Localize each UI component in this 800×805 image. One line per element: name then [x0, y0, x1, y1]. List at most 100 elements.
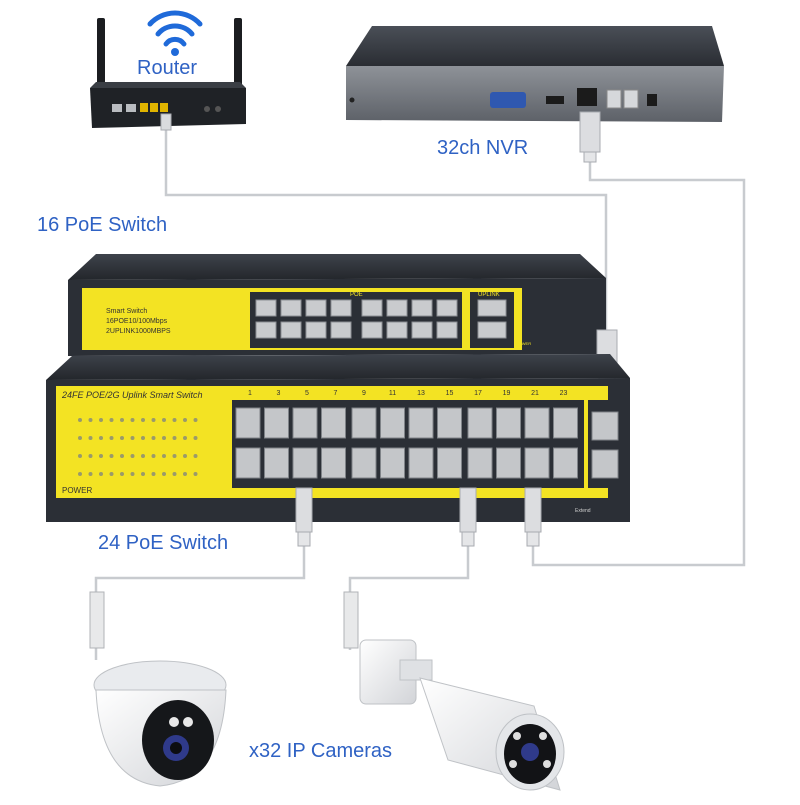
- wifi-icon: [147, 10, 203, 56]
- router-icon: [90, 18, 246, 131]
- status-led: [162, 418, 166, 422]
- status-led: [172, 418, 177, 422]
- ethernet-port: [380, 447, 405, 479]
- status-led: [109, 454, 114, 458]
- switch16-line2: 16POE10/100Mbps: [106, 318, 168, 325]
- ethernet-port: [436, 299, 458, 317]
- switch24-label: 24 PoE Switch: [98, 532, 229, 554]
- status-led: [120, 472, 124, 476]
- switch16-line1: Smart Switch: [106, 308, 147, 315]
- status-led: [151, 454, 156, 458]
- port-number-label: 19: [503, 390, 511, 397]
- ethernet-port: [330, 321, 352, 339]
- port-number-label: 9: [362, 390, 366, 397]
- status-led: [130, 454, 135, 458]
- nvr-label: 32ch NVR: [437, 137, 529, 159]
- ethernet-port: [553, 447, 578, 479]
- status-led: [162, 436, 166, 440]
- rj45-connector-icon: [524, 487, 542, 547]
- ethernet-port: [351, 447, 377, 479]
- port-number-label: 1: [248, 390, 252, 397]
- ethernet-port: [280, 299, 302, 317]
- port-number-label: 13: [417, 390, 425, 397]
- ethernet-port: [235, 447, 261, 479]
- dome-camera-icon: [89, 591, 227, 787]
- status-led: [183, 418, 187, 422]
- bullet-camera-icon: [343, 591, 565, 791]
- ethernet-port: [553, 407, 578, 439]
- switch24-extend-tag: Extend: [575, 508, 591, 514]
- ethernet-port: [411, 321, 433, 339]
- status-led: [151, 418, 156, 422]
- ethernet-port: [264, 447, 289, 479]
- cameras-label: x32 IP Cameras: [249, 740, 393, 762]
- status-led: [151, 436, 156, 440]
- ethernet-port: [330, 299, 352, 317]
- extend-port: [591, 411, 619, 441]
- ethernet-port: [305, 321, 327, 339]
- status-led: [183, 454, 187, 458]
- ethernet-port: [292, 407, 318, 439]
- extend-port: [591, 449, 619, 479]
- rj45-connector-icon: [295, 487, 313, 547]
- ethernet-port: [280, 321, 302, 339]
- status-led: [120, 454, 124, 458]
- status-led: [120, 418, 124, 422]
- status-led: [78, 418, 82, 422]
- ethernet-port: [524, 447, 550, 479]
- status-led: [193, 454, 198, 458]
- ethernet-port: [255, 299, 277, 317]
- status-led: [130, 436, 135, 440]
- cable-nvr-to-switch24: [531, 160, 746, 567]
- uplink-port: [477, 321, 507, 339]
- ethernet-port: [292, 447, 318, 479]
- port-number-label: 21: [531, 390, 539, 397]
- ethernet-port: [437, 447, 462, 479]
- ethernet-port: [524, 407, 550, 439]
- status-led: [130, 418, 135, 422]
- ethernet-port: [437, 407, 462, 439]
- port-number-label: 5: [305, 390, 309, 397]
- status-led: [99, 418, 103, 422]
- status-led: [78, 436, 82, 440]
- status-led: [183, 436, 187, 440]
- status-led: [99, 436, 103, 440]
- status-led: [88, 418, 93, 422]
- ethernet-port: [467, 407, 493, 439]
- cable-switch24-to-bullet: [348, 545, 470, 650]
- ethernet-port: [386, 299, 408, 317]
- switch16-power-tag: POWER: [516, 341, 531, 346]
- status-led: [99, 472, 103, 476]
- ethernet-port: [411, 299, 433, 317]
- status-led: [130, 472, 135, 476]
- switch24-power-tag: POWER: [62, 486, 92, 495]
- status-led: [172, 436, 177, 440]
- ethernet-port: [235, 407, 261, 439]
- port-number-label: 7: [334, 390, 338, 397]
- ethernet-port: [386, 321, 408, 339]
- status-led: [193, 472, 198, 476]
- status-led: [99, 454, 103, 458]
- status-led: [88, 472, 93, 476]
- status-led: [172, 454, 177, 458]
- status-led: [141, 418, 145, 422]
- status-led: [109, 418, 114, 422]
- status-led: [141, 472, 145, 476]
- status-led: [141, 436, 145, 440]
- router-label: Router: [137, 57, 198, 79]
- rj45-connector-icon: [579, 111, 601, 163]
- ethernet-port: [467, 447, 493, 479]
- status-led: [172, 472, 177, 476]
- status-led: [141, 454, 145, 458]
- switch16-line3: 2UPLINK1000MBPS: [106, 328, 171, 335]
- ethernet-port: [321, 407, 346, 439]
- switch24-ports: [235, 407, 619, 479]
- switch24-title: 24FE POE/2G Uplink Smart Switch: [61, 390, 203, 400]
- ethernet-port: [408, 407, 434, 439]
- ethernet-port: [361, 299, 383, 317]
- switch16-icon: Smart Switch 16POE10/100Mbps 2UPLINK1000…: [68, 254, 618, 405]
- status-led: [162, 454, 166, 458]
- port-number-label: 15: [446, 390, 454, 397]
